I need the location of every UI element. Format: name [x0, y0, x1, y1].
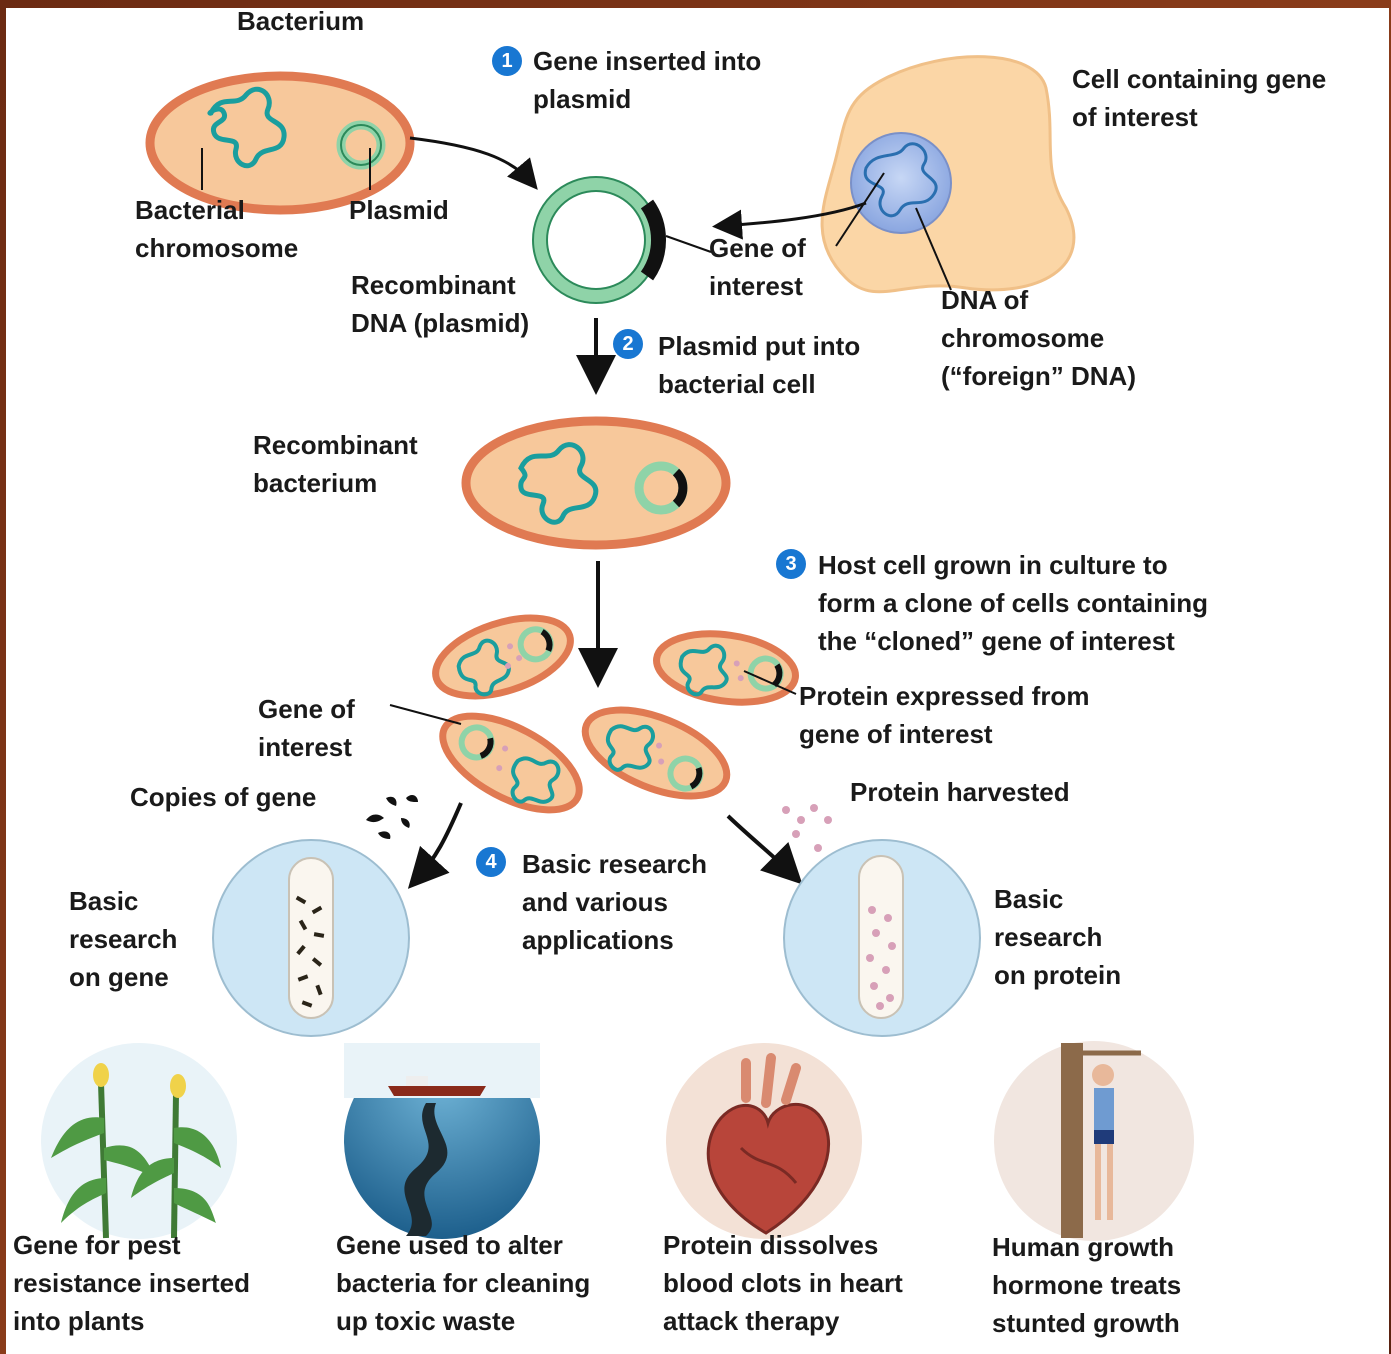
step-1-text: Gene inserted into plasmid: [533, 42, 761, 118]
bacterium-label: Bacterium: [237, 2, 364, 40]
cell-gene-label: Cell containing gene of interest: [1072, 60, 1326, 136]
gene-test-tube: [213, 840, 409, 1036]
step-badge-1: 1: [492, 46, 522, 76]
diagram-canvas: 1 2 3 4 Gene inserted into plasmid Plasm…: [6, 8, 1389, 1354]
clone-cells: [390, 603, 800, 829]
application-caption-growth: Human growth hormone treats stunted grow…: [992, 1228, 1181, 1342]
protein-harvested-label: Protein harvested: [850, 773, 1070, 811]
protein-test-tube: [784, 840, 980, 1036]
oil-spill-ship-icon: [344, 1043, 540, 1239]
gene-copies-icon: [366, 795, 418, 839]
plasmid-label: Plasmid: [349, 191, 449, 229]
recombinant-bacterium-label: Recombinant bacterium: [253, 426, 418, 502]
donor-cell: [822, 57, 1074, 292]
gene-of-interest-mid-label: Gene of interest: [258, 690, 355, 766]
step-2-text: Plasmid put into bacterial cell: [658, 327, 860, 403]
step-badge-3: 3: [776, 549, 806, 579]
step-badge-4: 4: [476, 847, 506, 877]
heart-icon: [666, 1043, 862, 1239]
application-caption-toxic-waste: Gene used to alter bacteria for cleaning…: [336, 1226, 590, 1340]
protein-dots-icon: [782, 804, 832, 852]
corn-plants-icon: [41, 1043, 237, 1239]
step-badge-2: 2: [613, 329, 643, 359]
bacterial-chromosome-label: Bacterial chromosome: [135, 191, 298, 267]
recombinant-plasmid: [533, 177, 711, 303]
research-gene-label: Basic research on gene: [69, 882, 177, 996]
application-caption-heart: Protein dissolves blood clots in heart a…: [663, 1226, 903, 1340]
bacterium-top: [150, 76, 410, 210]
height-measure-icon: [994, 1041, 1194, 1241]
dna-chromosome-label: DNA of chromosome (“foreign” DNA): [941, 281, 1136, 395]
step-4-text: Basic research and various applications: [522, 845, 707, 959]
research-protein-label: Basic research on protein: [994, 880, 1121, 994]
recombinant-dna-label: Recombinant DNA (plasmid): [351, 266, 529, 342]
gene-of-interest-top-label: Gene of interest: [709, 229, 806, 305]
recombinant-bacterium: [466, 421, 726, 545]
protein-expressed-label: Protein expressed from gene of interest: [799, 677, 1089, 753]
copies-of-gene-label: Copies of gene: [130, 778, 316, 816]
application-caption-plants: Gene for pest resistance inserted into p…: [13, 1226, 250, 1340]
step-3-text: Host cell grown in culture to form a clo…: [818, 546, 1208, 660]
